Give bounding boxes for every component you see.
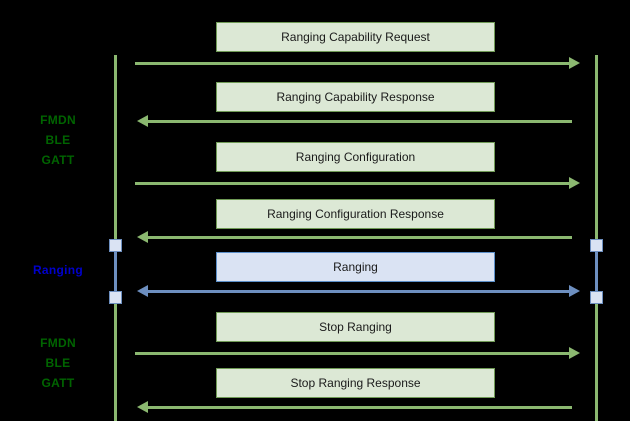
message-box-ranging-capability-response: Ranging Capability Response bbox=[216, 82, 495, 112]
arrow-line-ranging-configuration bbox=[135, 182, 572, 185]
arrow-head-right-ranging-configuration bbox=[569, 177, 580, 189]
message-box-ranging-capability-request: Ranging Capability Request bbox=[216, 22, 495, 52]
arrow-head-left-ranging-capability-response bbox=[137, 115, 148, 127]
activation-node-left-bottom bbox=[109, 291, 122, 304]
message-box-stop-ranging-response: Stop Ranging Response bbox=[216, 368, 495, 398]
phase-label-fmdn-ble-gatt-bottom: FMDN BLE GATT bbox=[40, 336, 76, 390]
activation-node-right-top bbox=[590, 239, 603, 252]
message-box-ranging-configuration: Ranging Configuration bbox=[216, 142, 495, 172]
message-box-ranging-configuration-response: Ranging Configuration Response bbox=[216, 199, 495, 229]
arrow-head-right-ranging-capability-request bbox=[569, 57, 580, 69]
arrow-line-stop-ranging-response bbox=[148, 406, 572, 409]
arrow-line-stop-ranging bbox=[135, 352, 572, 355]
lifeline-left bbox=[114, 55, 117, 421]
activation-node-right-bottom bbox=[590, 291, 603, 304]
message-box-ranging: Ranging bbox=[216, 252, 495, 282]
arrow-line-ranging-capability-request bbox=[135, 62, 572, 65]
ranging-activation-right bbox=[595, 245, 598, 297]
arrow-head-right-stop-ranging bbox=[569, 347, 580, 359]
arrow-line-ranging-capability-response bbox=[148, 120, 572, 123]
activation-node-left-top bbox=[109, 239, 122, 252]
ranging-activation-left bbox=[114, 245, 117, 297]
lifeline-right bbox=[595, 55, 598, 421]
arrow-head-left-stop-ranging-response bbox=[137, 401, 148, 413]
arrow-head-right-ranging bbox=[569, 285, 580, 297]
message-box-stop-ranging: Stop Ranging bbox=[216, 312, 495, 342]
arrow-head-left-ranging bbox=[137, 285, 148, 297]
arrow-line-ranging-configuration-response bbox=[148, 236, 572, 239]
arrow-line-ranging bbox=[148, 290, 572, 293]
phase-label-ranging: Ranging bbox=[32, 263, 84, 277]
arrow-head-left-ranging-configuration-response bbox=[137, 231, 148, 243]
phase-label-fmdn-ble-gatt-top: FMDN BLE GATT bbox=[40, 113, 76, 167]
